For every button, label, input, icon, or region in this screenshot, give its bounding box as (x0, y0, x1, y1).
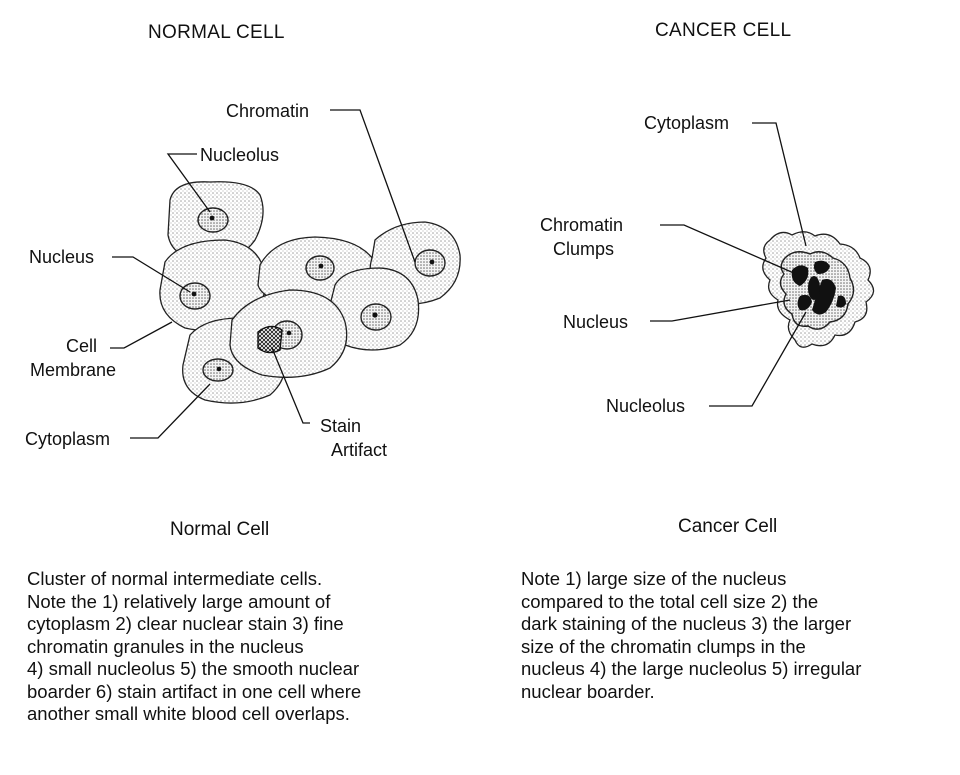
label-stain-artifact-1: Stain (320, 416, 361, 436)
stain-artifact-mark (257, 325, 283, 354)
normal-cell-title: NORMAL CELL (148, 22, 285, 43)
normal-note-line: another small white blood cell overlaps. (27, 703, 350, 724)
label-nucleus: Nucleus (29, 247, 94, 267)
normal-note-line: 4) small nucleolus 5) the smooth nuclear (27, 658, 360, 679)
normal-cell-cluster (159, 181, 461, 404)
chromatin-clump (812, 279, 836, 315)
label-stain-artifact-2: Artifact (331, 440, 387, 460)
label-chromatin-clumps-2: Clumps (553, 239, 614, 259)
cancer-note-line: nucleus 4) the large nucleolus 5) irregu… (521, 658, 862, 679)
cancer-cell-note: Note 1) large size of the nucleus compar… (521, 568, 861, 703)
normal-cell-note: Cluster of normal intermediate cells. No… (27, 568, 361, 726)
cancer-note-line: compared to the total cell size 2) the (521, 590, 819, 612)
label-chromatin-clumps-1: Chromatin (540, 215, 623, 235)
cancer-note-line: dark staining of the nucleus 3) the larg… (521, 613, 852, 634)
label-cancer-nucleolus: Nucleolus (606, 396, 685, 416)
label-chromatin: Chromatin (226, 101, 309, 121)
cancer-note-line: Note 1) large size of the nucleus (521, 568, 787, 589)
chromatin-clump (836, 295, 846, 308)
normal-note-line: Note the 1) relatively large amount of (27, 590, 331, 612)
cancer-leader-lines (650, 122, 807, 407)
chromatin-clump (797, 294, 812, 311)
normal-note-line: Cluster of normal intermediate cells. (27, 568, 323, 589)
cancer-note-line: nuclear boarder. (521, 680, 655, 702)
cancer-cell (762, 231, 875, 348)
cancer-cell-title: CANCER CELL (655, 20, 792, 41)
label-cell-membrane-1: Cell (66, 336, 97, 356)
cancer-cell-caption: Cancer Cell (678, 516, 778, 537)
label-cancer-cytoplasm: Cytoplasm (644, 113, 729, 133)
label-cytoplasm: Cytoplasm (25, 429, 110, 449)
label-cancer-nucleus: Nucleus (563, 312, 628, 332)
cancer-note-line: size of the chromatin clumps in the (521, 635, 806, 657)
normal-leader-lines (110, 109, 416, 439)
label-nucleolus: Nucleolus (200, 145, 279, 165)
normal-note-line: chromatin granules in the nucleus (27, 635, 304, 657)
chromatin-clump (814, 260, 830, 274)
cancer-nucleolus (808, 276, 820, 300)
normal-note-line: boarder 6) stain artifact in one cell wh… (27, 680, 362, 702)
chromatin-clump (791, 265, 809, 286)
label-cell-membrane-2: Membrane (30, 360, 116, 380)
normal-cell-caption: Normal Cell (170, 519, 270, 540)
normal-note-line: cytoplasm 2) clear nuclear stain 3) fine (27, 613, 344, 634)
